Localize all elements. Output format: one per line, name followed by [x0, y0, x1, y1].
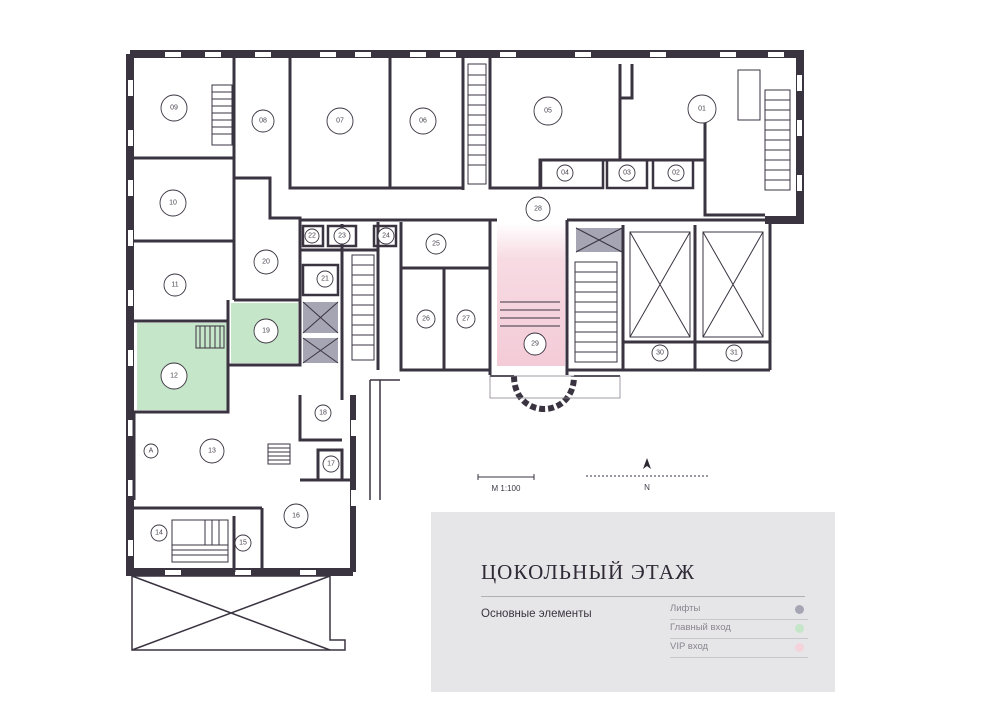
room-20 — [253, 249, 279, 275]
room-28 — [525, 196, 551, 222]
service-rooms — [301, 158, 695, 297]
room-22-number: 22 — [308, 233, 316, 240]
room-08-number: 08 — [259, 118, 267, 125]
room-17 — [322, 455, 340, 473]
room-22 — [304, 228, 320, 244]
room-07 — [326, 107, 354, 135]
room-29 — [523, 332, 547, 356]
north-arrow: N — [586, 458, 708, 492]
room-18 — [314, 404, 332, 422]
room-02-number: 02 — [672, 170, 680, 177]
legend-panel: ЦОКОЛЬНЫЙ ЭТАЖ Основные элементы Лифты Г… — [431, 512, 835, 692]
legend-item-main-entrance: Главный вход — [670, 621, 808, 639]
stairs — [171, 63, 791, 563]
room-30 — [651, 344, 669, 362]
room-15 — [234, 534, 252, 552]
room-11-number: 11 — [171, 282, 178, 289]
room-24-number: 24 — [382, 233, 390, 240]
room-14 — [150, 524, 168, 542]
room-26 — [416, 309, 436, 329]
room-13-number: 13 — [208, 448, 216, 455]
floor-title: ЦОКОЛЬНЫЙ ЭТАЖ — [481, 560, 696, 584]
room-26-number: 26 — [422, 316, 430, 323]
window-marks — [128, 52, 802, 575]
legend-swatch-vip-entrance — [795, 643, 804, 652]
room-15-number: 15 — [239, 540, 247, 547]
room-13 — [199, 438, 225, 464]
room-27-number: 27 — [462, 316, 470, 323]
legend-item-vip-entrance: VIP вход — [670, 640, 808, 658]
room-11 — [163, 273, 187, 297]
room-29-number: 29 — [531, 341, 539, 348]
room-19 — [253, 318, 279, 344]
room-21-number: 21 — [321, 276, 329, 283]
legend-swatch-main-entrance — [795, 624, 804, 633]
room-17-number: 17 — [327, 461, 335, 468]
legend-item-lifts: Лифты — [670, 602, 808, 620]
room-07-number: 07 — [336, 118, 344, 125]
legend-divider — [481, 596, 805, 597]
room-31-number: 31 — [730, 350, 738, 357]
room-30-number: 30 — [656, 350, 664, 357]
room-21 — [316, 270, 334, 288]
room-10 — [159, 189, 187, 217]
room-25-number: 25 — [432, 241, 440, 248]
room-16-number: 16 — [292, 513, 300, 520]
room-23-number: 23 — [338, 233, 346, 240]
room-06 — [409, 107, 437, 135]
room-04-number: 04 — [561, 170, 569, 177]
room-02 — [667, 164, 685, 182]
room-labels — [143, 94, 743, 552]
room-01 — [687, 94, 717, 124]
room-12-number: 12 — [170, 373, 178, 380]
room-A-label: A — [149, 448, 154, 455]
legend-item-label: Главный вход — [670, 622, 731, 633]
room-24 — [377, 227, 395, 245]
legend-item-label: Лифты — [670, 603, 701, 614]
room-05-number: 05 — [544, 108, 552, 115]
room-16 — [283, 503, 309, 529]
legend-swatch-lifts — [795, 605, 804, 614]
room-20-number: 20 — [262, 259, 270, 266]
room-03 — [618, 164, 636, 182]
room-05 — [533, 96, 563, 126]
room-A — [143, 443, 159, 459]
legend-subtitle: Основные элементы — [481, 608, 592, 620]
room-31 — [725, 344, 743, 362]
room-label-texts: 01 02 03 04 05 06 07 08 09 10 11 12 13 1… — [149, 105, 738, 547]
room-18-number: 18 — [319, 410, 327, 417]
room-04 — [556, 164, 574, 182]
room-03-number: 03 — [623, 170, 631, 177]
room-12 — [160, 362, 188, 390]
legend-item-label: VIP вход — [670, 641, 709, 652]
north-label: N — [644, 483, 650, 492]
room-08 — [251, 109, 275, 133]
room-28-number: 28 — [534, 206, 542, 213]
room-06-number: 06 — [419, 118, 427, 125]
interior-walls — [132, 56, 772, 572]
rotunda — [489, 375, 621, 412]
room-19-number: 19 — [262, 328, 270, 335]
room-23 — [333, 227, 351, 245]
room-10-number: 10 — [169, 200, 177, 207]
room-25 — [425, 233, 447, 255]
ramp-area — [131, 379, 400, 651]
room-01-number: 01 — [698, 106, 706, 113]
lift-cross-marks — [302, 227, 764, 364]
room-27 — [456, 309, 476, 329]
scale-label: М 1:100 — [492, 484, 521, 493]
room-09 — [160, 94, 188, 122]
room-09-number: 09 — [170, 105, 178, 112]
room-14-number: 14 — [155, 530, 163, 537]
scale-bar: М 1:100 — [477, 474, 535, 493]
